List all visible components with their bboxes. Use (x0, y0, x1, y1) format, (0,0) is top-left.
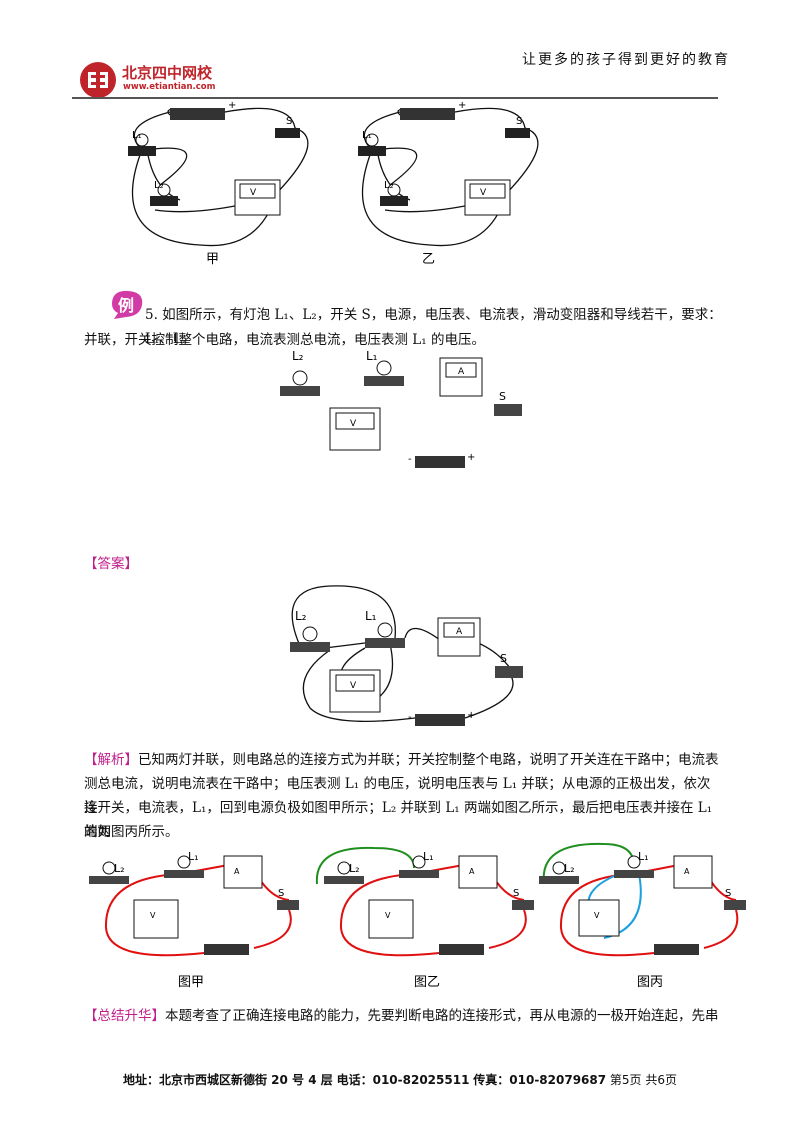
figure-jia: L₂ L₁ S A V 图甲 (89, 850, 299, 990)
summary-label: 【总结升华】 (84, 1008, 165, 1024)
fig-jia-l2-label: L₂ (114, 862, 125, 875)
fig-top-plus-label-b: + (458, 100, 466, 111)
figure-yi: L₂ L₁ S A V 图乙 (315, 846, 534, 990)
figure-bottom-caption-yi: 图乙 (414, 975, 440, 990)
answer-label: 【答案】 (84, 556, 138, 572)
fig-top-v-label: V (250, 188, 257, 198)
fig-top-l2-label-b: L₂ (384, 180, 394, 191)
fig-ex-v-label: V (350, 419, 357, 429)
figure-top-caption-jia: 甲 (206, 252, 219, 267)
analysis-text-1: 已知两灯并联，则电路总的连接方式为并联；开关控制整个电路，说明了开关连在干路中；… (138, 752, 719, 768)
footer-address-label: 地址： (122, 1073, 159, 1087)
example-badge: 例 (108, 288, 146, 320)
fig-ans-minus-label: - (408, 712, 412, 723)
fig-jia-a-label: A (234, 867, 240, 876)
fig-jia-v-label: V (150, 911, 156, 920)
example-line-1: 5. 如图所示，有灯泡 L₁、L₂，开关 S，电源，电压表、电流表，滑动变阻器和… (145, 307, 722, 347)
example-badge-icon (112, 290, 143, 319)
fig-yi-l2-label: L₂ (349, 862, 360, 875)
figure-bing: L₂ L₁ S A V 图丙 (539, 842, 746, 990)
page-footer: 地址：北京市西城区新德街 20 号 4 层 电话：010-82025511 传真… (0, 1071, 800, 1088)
fig-yi-v-label: V (385, 911, 391, 920)
fig-top-s-label: S (286, 116, 292, 127)
fig-top-l1-label: L₁ (132, 130, 142, 141)
fig-yi-a-label: A (469, 867, 475, 876)
fig-yi-s-label: S (513, 888, 519, 899)
fig-jia-l1-label: L₁ (188, 850, 199, 863)
fig-ans-s-label: S (500, 652, 507, 665)
footer-fax: 010-82079687 (509, 1073, 607, 1087)
fig-ex-s-label: S (499, 390, 506, 403)
fig-bing-l2-label: L₂ (564, 862, 575, 875)
footer-address: 北京市西城区新德街 20 号 4 层 (158, 1073, 333, 1087)
figure-top-caption-yi: 乙 (422, 252, 435, 267)
fig-ans-plus-label: + (467, 710, 475, 721)
fig-top-v-label-b: V (480, 188, 487, 198)
footer-page-number: 第5页 共6页 (609, 1073, 678, 1087)
fig-top-l1-label-b: L₁ (362, 130, 372, 141)
fig-ans-a-label: A (456, 627, 463, 637)
header-slogan: 让更多的孩子得到更好的教育 (522, 52, 730, 68)
fig-bing-s-label: S (725, 888, 731, 899)
figure-bottom-caption-jia: 图甲 (178, 975, 204, 990)
analysis-line-2: 测总电流，说明电流表在干路中；电压表测 L₁ 的电压，说明电压表与 L₁ 并联；… (84, 776, 711, 816)
fig-ex-l1-label: L₁ (366, 349, 378, 363)
logo (78, 60, 118, 104)
fig-ex-minus-label: - (408, 454, 412, 465)
fig-top-plus-label: + (228, 100, 236, 111)
analysis-line-3: 接开关，电流表，L₁，回到电源负极如图甲所示；L₂ 并联到 L₁ 两端如图乙所示… (84, 800, 713, 840)
fig-bing-v-label: V (594, 911, 600, 920)
fig-yi-l1-label: L₁ (423, 850, 434, 863)
fig-ans-v-label: V (350, 681, 357, 691)
fig-ex-l2-label: L₂ (292, 349, 304, 363)
fig-ans-l1-label: L₁ (365, 609, 377, 623)
figure-bottom-caption-bing: 图丙 (637, 975, 663, 990)
figure-bottom-circuits: L₂ L₁ S A V 图甲 L₂ L₁ S A V 图乙 (89, 842, 746, 990)
fig-top-s-label-b: S (516, 116, 522, 127)
summary-text-1: 本题考查了正确连接电路的能力，先要判断电路的连接形式，再从电源的一极开始连起，先… (165, 1008, 719, 1024)
footer-phone: 010-82025511 (372, 1073, 470, 1087)
analysis-line-4: 端如图丙所示。 (84, 824, 179, 840)
brand-name: 北京四中网校 (122, 64, 213, 82)
analysis-line-1: 【解析】已知两灯并联，则电路总的连接方式为并联；开关控制整个电路，说明了开关连在… (84, 748, 720, 772)
figure-example-components: L₂ L₁ A S V - + (280, 349, 522, 468)
example-line-2: 并联，开关控制整个电路，电流表测总电流，电压表测 L₁ 的电压。 (84, 332, 485, 348)
figure-answer-circuit: L₂ L₁ A S V - + (290, 585, 523, 726)
example-badge-label: 例 (118, 296, 135, 315)
fig-bing-a-label: A (684, 867, 690, 876)
fig-ex-a-label: A (458, 367, 465, 377)
fig-top-l2-label: L₂ (154, 180, 164, 191)
footer-phone-label: 电话： (336, 1073, 373, 1087)
fig-ex-plus-label: + (467, 452, 475, 463)
figure-top-circuits: L₁ L₂ S V + L₁ L₂ S V + 甲 乙 (128, 100, 539, 267)
summary-line-1: 【总结升华】本题考查了正确连接电路的能力，先要判断电路的连接形式，再从电源的一极… (84, 1004, 720, 1028)
analysis-label: 【解析】 (84, 752, 138, 768)
fig-bing-l1-label: L₁ (638, 850, 649, 863)
header-divider (72, 97, 718, 99)
footer-fax-label: 传真： (473, 1073, 510, 1087)
brand-url: www.etiantian.com (123, 82, 216, 92)
fig-jia-s-label: S (278, 888, 284, 899)
logo-emblem-icon (80, 62, 116, 98)
fig-ans-l2-label: L₂ (295, 609, 307, 623)
